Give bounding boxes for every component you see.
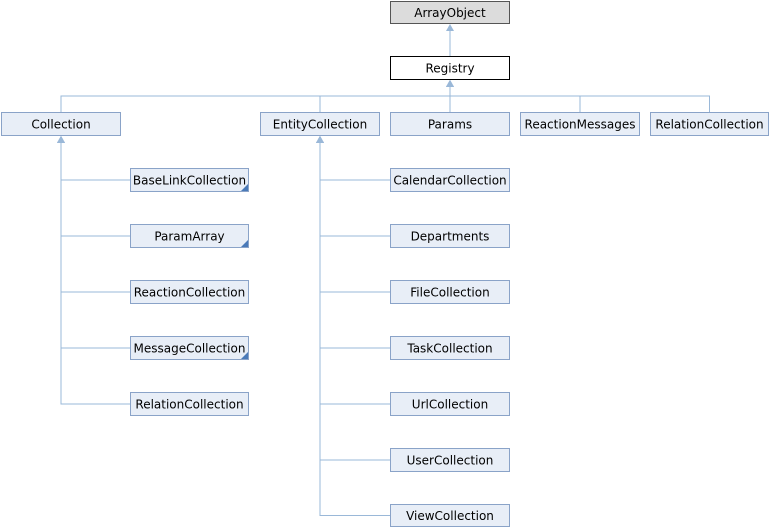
class-label-collection: Collection xyxy=(31,118,90,132)
class-box-reactioncollection xyxy=(130,280,249,304)
class-label-paramarray: ParamArray xyxy=(154,230,224,244)
edge-baselinkcollection-to-collection xyxy=(57,136,130,181)
edge-messagecollection-to-collection xyxy=(57,136,130,349)
more-subclasses-marker-icon xyxy=(241,240,248,247)
class-box-urlcollection xyxy=(390,392,510,416)
class-node-relationcollection_top[interactable]: RelationCollection xyxy=(650,112,769,136)
edge-taskcollection-to-entitycollection xyxy=(316,136,390,349)
class-label-taskcollection: TaskCollection xyxy=(406,342,492,356)
class-node-entitycollection[interactable]: EntityCollection xyxy=(260,112,380,136)
class-node-registry[interactable]: Registry xyxy=(390,56,510,80)
class-node-urlcollection[interactable]: UrlCollection xyxy=(390,392,510,416)
class-label-relationcollection_sub: RelationCollection xyxy=(135,398,243,412)
class-box-relationcollection_top xyxy=(650,112,769,136)
class-box-baselinkcollection xyxy=(130,168,249,192)
edge-urlcollection-to-entitycollection xyxy=(316,136,390,405)
class-node-usercollection[interactable]: UserCollection xyxy=(390,448,510,472)
class-box-viewcollection xyxy=(390,504,510,527)
edge-viewcollection-to-entitycollection xyxy=(316,136,390,516)
class-label-entitycollection: EntityCollection xyxy=(273,118,367,132)
class-label-calendarcollection: CalendarCollection xyxy=(393,174,506,188)
class-node-paramarray[interactable]: ParamArray xyxy=(130,224,249,248)
edge-entitycollection-to-registry xyxy=(319,80,454,112)
edge-calendarcollection-to-entitycollection xyxy=(316,136,390,181)
class-label-reactionmessages: ReactionMessages xyxy=(525,118,636,132)
class-box-messagecollection xyxy=(130,336,249,360)
class-box-usercollection xyxy=(390,448,510,472)
class-box-departments xyxy=(390,224,510,248)
edge-relationcollection_sub-to-collection xyxy=(57,136,130,405)
class-node-departments[interactable]: Departments xyxy=(390,224,510,248)
class-box-relationcollection_sub xyxy=(130,392,249,416)
class-node-calendarcollection[interactable]: CalendarCollection xyxy=(390,168,510,192)
edge-usercollection-to-entitycollection xyxy=(316,136,390,461)
class-node-taskcollection[interactable]: TaskCollection xyxy=(390,336,510,360)
class-box-collection xyxy=(1,112,121,136)
class-label-messagecollection: MessageCollection xyxy=(134,342,246,356)
class-label-viewcollection: ViewCollection xyxy=(406,509,494,523)
class-label-urlcollection: UrlCollection xyxy=(412,398,488,412)
class-box-reactionmessages xyxy=(520,112,640,136)
class-label-departments: Departments xyxy=(411,230,490,244)
class-label-reactioncollection: ReactionCollection xyxy=(134,286,245,300)
class-node-baselinkcollection[interactable]: BaseLinkCollection xyxy=(130,168,249,192)
class-box-registry xyxy=(390,56,510,80)
edge-relationcollection_top-to-registry xyxy=(446,80,710,112)
class-node-viewcollection[interactable]: ViewCollection xyxy=(390,504,510,527)
class-node-reactioncollection[interactable]: ReactionCollection xyxy=(130,280,249,304)
class-box-taskcollection xyxy=(390,336,510,360)
class-node-relationcollection_sub[interactable]: RelationCollection xyxy=(130,392,249,416)
class-label-arrayobject: ArrayObject xyxy=(414,6,486,20)
class-node-params[interactable]: Params xyxy=(390,112,510,136)
class-node-arrayobject[interactable]: ArrayObject xyxy=(390,1,510,24)
class-box-entitycollection xyxy=(260,112,380,136)
class-node-filecollection[interactable]: FileCollection xyxy=(390,280,510,304)
class-node-reactionmessages[interactable]: ReactionMessages xyxy=(520,112,640,136)
class-label-filecollection: FileCollection xyxy=(410,286,489,300)
class-box-paramarray xyxy=(130,224,249,248)
edge-paramarray-to-collection xyxy=(57,136,130,237)
class-box-filecollection xyxy=(390,280,510,304)
more-subclasses-marker-icon xyxy=(241,352,248,359)
class-label-registry: Registry xyxy=(425,62,474,76)
class-label-relationcollection_top: RelationCollection xyxy=(655,118,763,132)
edge-departments-to-entitycollection xyxy=(316,136,390,237)
class-label-params: Params xyxy=(428,118,472,132)
edge-filecollection-to-entitycollection xyxy=(316,136,390,293)
class-label-usercollection: UserCollection xyxy=(407,454,494,468)
class-box-params xyxy=(390,112,510,136)
edge-reactioncollection-to-collection xyxy=(57,136,130,293)
class-box-calendarcollection xyxy=(390,168,510,192)
class-box-arrayobject xyxy=(390,1,510,24)
class-label-baselinkcollection: BaseLinkCollection xyxy=(133,174,246,188)
more-subclasses-marker-icon xyxy=(241,184,248,191)
class-node-collection[interactable]: Collection xyxy=(1,112,121,136)
class-node-messagecollection[interactable]: MessageCollection xyxy=(130,336,249,360)
